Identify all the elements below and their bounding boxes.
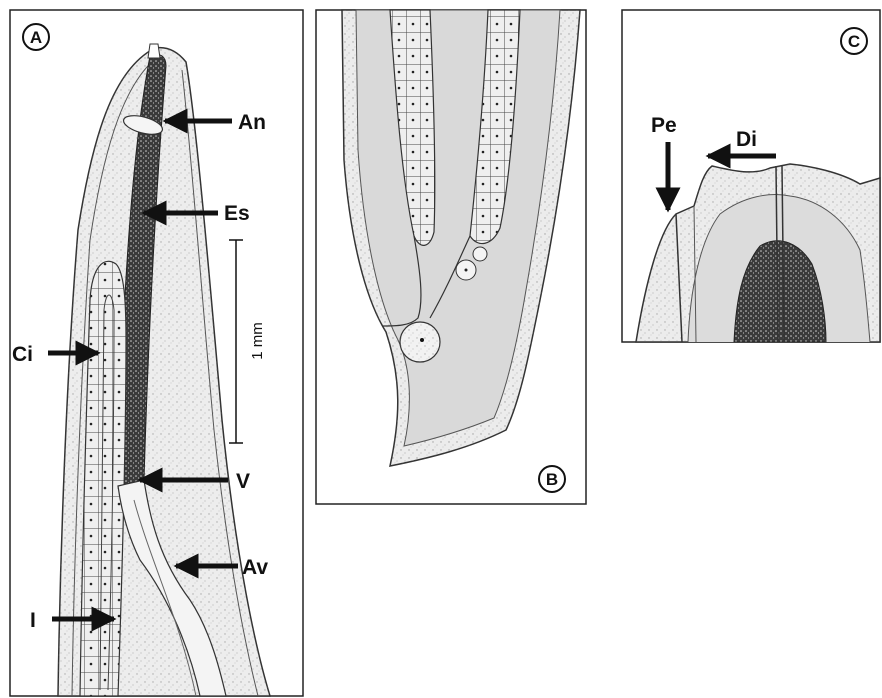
svg-text:Es: Es bbox=[224, 202, 250, 225]
svg-text:Av: Av bbox=[242, 556, 268, 579]
svg-text:B: B bbox=[546, 470, 558, 489]
svg-text:Ci: Ci bbox=[12, 343, 33, 366]
panel-b: B bbox=[316, 10, 586, 504]
svg-text:V: V bbox=[236, 470, 250, 493]
panel-c-letter: C bbox=[841, 28, 867, 54]
panel-a: 1 mm A An Es Ci V Av I bbox=[10, 10, 303, 696]
svg-text:I: I bbox=[30, 609, 36, 632]
svg-text:A: A bbox=[30, 28, 42, 47]
svg-text:C: C bbox=[848, 32, 860, 51]
svg-text:An: An bbox=[238, 111, 266, 134]
svg-text:Di: Di bbox=[736, 128, 757, 151]
svg-text:Pe: Pe bbox=[651, 114, 677, 137]
panel-b-letter: B bbox=[539, 466, 565, 492]
scale-bar-label: 1 mm bbox=[249, 322, 266, 360]
panel-c: C Pe Di bbox=[622, 10, 880, 342]
panel-a-letter: A bbox=[23, 24, 49, 50]
